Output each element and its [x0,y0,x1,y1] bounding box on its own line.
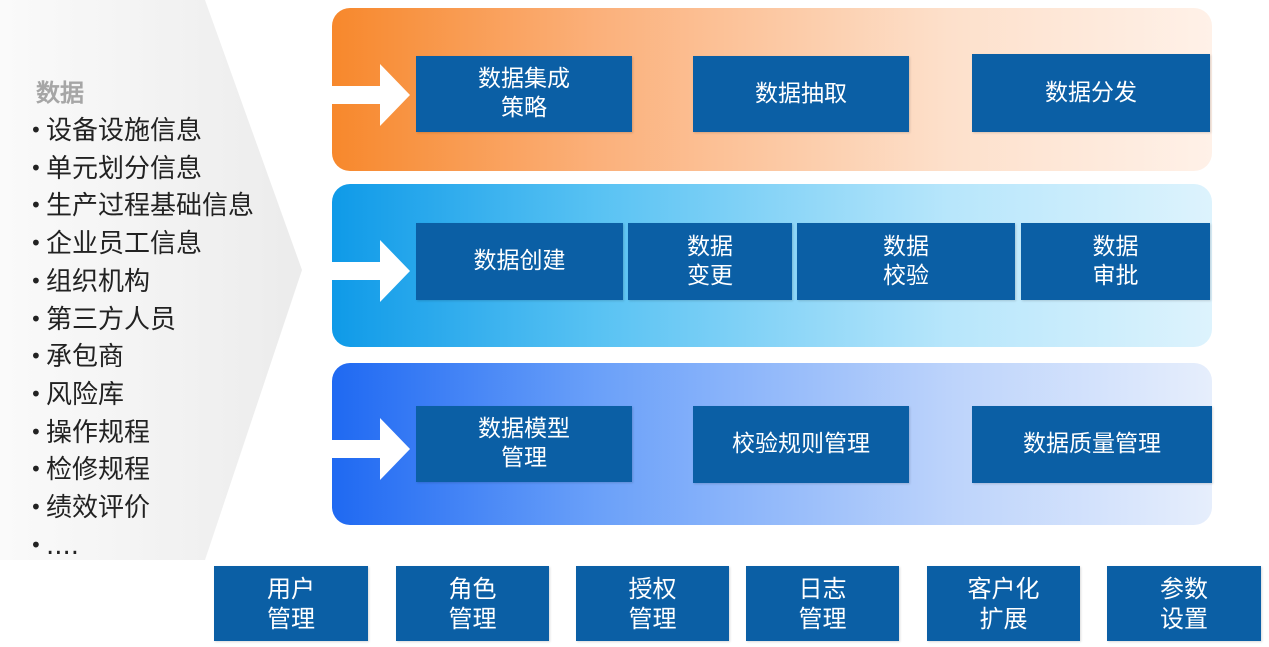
box-data-integration-strategy[interactable]: 数据集成策略 [416,56,632,132]
bullet-icon: • [30,268,42,293]
box-label: 校验规则管理 [732,431,870,457]
box-label: 角色管理 [448,574,497,633]
box-user-management[interactable]: 用户管理 [214,566,368,641]
box-data-extraction[interactable]: 数据抽取 [693,56,909,132]
data-source-item: •设备设施信息 [30,112,290,150]
box-label: 参数设置 [1160,574,1208,633]
data-source-item: •第三方人员 [30,301,290,339]
box-data-quality-management[interactable]: 数据质量管理 [972,406,1212,483]
box-log-management[interactable]: 日志管理 [746,566,899,641]
bullet-icon: • [30,155,42,180]
box-customization-extension[interactable]: 客户化扩展 [927,566,1080,641]
bullet-icon: • [30,193,42,218]
bullet-icon: • [30,532,42,557]
data-source-item: •承包商 [30,338,290,376]
data-source-item: •绩效评价 [30,489,290,527]
bullet-icon: • [30,306,42,331]
box-label: 数据模型管理 [478,416,570,471]
box-data-model-management[interactable]: 数据模型管理 [416,406,632,482]
box-role-management[interactable]: 角色管理 [396,566,549,641]
data-source-list: 数据 •设备设施信息 •单元划分信息 •生产过程基础信息 •企业员工信息 •组织… [30,78,290,564]
box-label: 数据创建 [473,248,566,274]
box-label: 授权管理 [628,574,677,633]
data-source-item: •检修规程 [30,451,290,489]
data-source-item: •单元划分信息 [30,150,290,188]
box-label: 数据审批 [1092,233,1139,289]
box-validation-rule-management[interactable]: 校验规则管理 [693,406,909,483]
bullet-icon: • [30,344,42,369]
box-label: 数据抽取 [755,80,847,107]
data-source-title: 数据 [36,79,84,107]
data-source-item: •风险库 [30,376,290,414]
box-label: 数据质量管理 [1023,431,1161,457]
box-data-change[interactable]: 数据变更 [628,223,792,300]
data-source-item: •生产过程基础信息 [30,187,290,225]
box-label: 用户管理 [267,574,315,633]
box-label: 数据校验 [883,233,929,289]
box-parameter-settings[interactable]: 参数设置 [1107,566,1261,641]
data-source-item: •企业员工信息 [30,225,290,263]
bullet-icon: • [30,457,42,482]
bullet-icon: • [30,495,42,520]
box-label: 日志管理 [798,574,847,633]
box-authorization-management[interactable]: 授权管理 [576,566,729,641]
data-source-item: •.... [30,527,290,565]
bullet-icon: • [30,419,42,444]
box-label: 数据分发 [1045,79,1137,106]
box-data-create[interactable]: 数据创建 [416,223,623,300]
box-label: 数据集成策略 [478,66,570,121]
bullet-icon: • [30,381,42,406]
box-label: 数据变更 [687,233,733,289]
box-data-distribution[interactable]: 数据分发 [972,54,1210,132]
box-data-validate[interactable]: 数据校验 [797,223,1015,300]
bullet-icon: • [30,118,42,142]
data-source-items: •设备设施信息 •单元划分信息 •生产过程基础信息 •企业员工信息 •组织机构 … [30,112,290,564]
bullet-icon: • [30,231,42,256]
box-label: 客户化扩展 [967,574,1040,633]
data-source-item: •操作规程 [30,414,290,452]
box-data-approve[interactable]: 数据审批 [1021,223,1210,300]
data-source-item: •组织机构 [30,263,290,301]
